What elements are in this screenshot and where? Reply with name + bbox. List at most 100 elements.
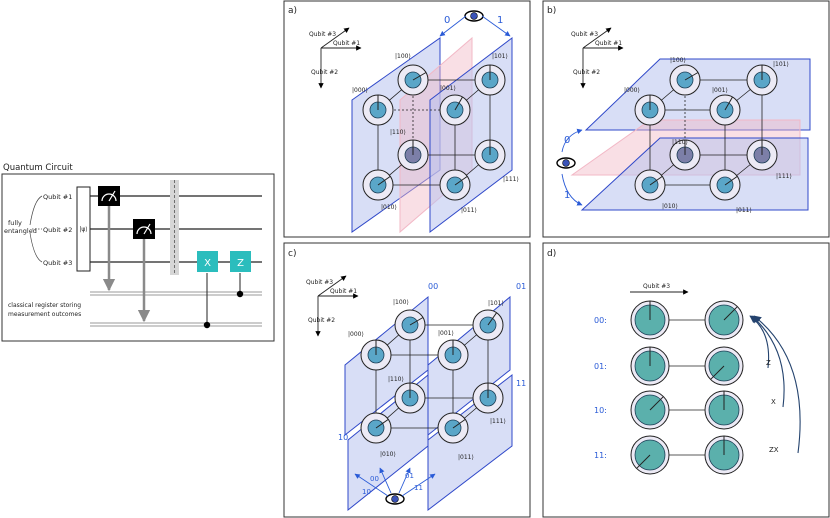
view-label-00: 00 xyxy=(370,475,379,483)
state-label-101: |101⟩ xyxy=(492,53,508,60)
axis-label-qubit2: Qubit #2 xyxy=(573,69,600,76)
plane-qubit2-0 xyxy=(584,58,811,131)
row-label: 00: xyxy=(594,316,607,325)
view-arrow-down xyxy=(561,173,583,206)
circuit-label-qubit1: Qubit #1 xyxy=(43,193,72,201)
plane-label-01: 01 xyxy=(516,282,526,291)
axis-label-qubit3: Qubit #3 xyxy=(306,279,333,286)
state-label-111: |111⟩ xyxy=(490,418,506,425)
panel-c-diagram: Qubit #1 Qubit #2 Qubit #3 |000⟩ |100⟩ |001⟩ |… xyxy=(306,275,526,512)
panel-c-frame xyxy=(283,242,531,518)
axis-qubit3 xyxy=(582,27,612,49)
eye-c-iris xyxy=(391,495,399,503)
plane-label-00: 00 xyxy=(428,282,438,291)
view-label-1: 1 xyxy=(497,15,503,26)
state-label-101: |101⟩ xyxy=(773,61,789,68)
row-label: 01: xyxy=(594,362,607,371)
axis-label-qubit3: Qubit #3 xyxy=(643,283,670,290)
qubit-100-vector xyxy=(409,317,424,326)
measure-gate-qubit1 xyxy=(98,186,120,206)
qubit-011-vector xyxy=(454,175,468,186)
state-label-100: |100⟩ xyxy=(395,53,411,60)
state-label-011: |011⟩ xyxy=(736,207,752,214)
axis-qubit3 xyxy=(320,27,350,49)
meter-icon xyxy=(136,226,152,235)
state-label-011: |011⟩ xyxy=(461,207,477,214)
view-arrow-10 xyxy=(354,473,389,497)
state-label-001: |001⟩ xyxy=(438,330,454,337)
plane-label-10: 10 xyxy=(338,433,348,442)
entangle-brace-bottom xyxy=(29,232,43,263)
circuit-label-fully: fully xyxy=(8,219,22,227)
qubit-001-vector xyxy=(454,96,463,111)
label-x: X xyxy=(771,398,776,406)
panel-b-label: b) xyxy=(547,6,556,16)
x-gate xyxy=(197,251,218,272)
x-gate-control-dot xyxy=(203,321,211,329)
panel-d-label: d) xyxy=(547,249,556,259)
qubit-010-vector xyxy=(377,175,391,186)
z-gate xyxy=(230,251,251,272)
state-label-100: |100⟩ xyxy=(670,57,686,64)
circuit-label-qubit2: Qubit #2 xyxy=(43,226,72,234)
classical-label-line2: measurement outcomes xyxy=(8,311,81,318)
plane-label-11: 11 xyxy=(516,379,526,388)
axis-qubit3 xyxy=(317,275,347,297)
state-label-001: |001⟩ xyxy=(712,87,728,94)
axis-label-qubit2: Qubit #2 xyxy=(308,317,335,324)
axis-label-qubit2: Qubit #2 xyxy=(311,69,338,76)
qubit-left-2-vector xyxy=(649,396,664,411)
psi-label: |ψ⟩ xyxy=(79,226,87,233)
view-arrow-up xyxy=(561,128,583,153)
state-label-111: |111⟩ xyxy=(503,176,519,183)
circuit-label-qubit3: Qubit #3 xyxy=(43,259,72,267)
arrow-x xyxy=(751,315,785,408)
eye-a-iris xyxy=(470,12,478,20)
qubit-right-0-vector xyxy=(723,306,738,321)
qubit-101-vector xyxy=(487,312,498,326)
panel-d-frame xyxy=(542,242,830,518)
view-label-01: 01 xyxy=(405,472,414,480)
qubit-100-vector xyxy=(684,72,699,81)
z-gate-control-dot xyxy=(236,290,244,298)
meter-icon xyxy=(101,193,117,202)
row-label: 11: xyxy=(594,451,607,460)
label-z: Z xyxy=(766,359,771,367)
view-label-10: 10 xyxy=(362,488,371,496)
axis-label-qubit1: Qubit #1 xyxy=(330,288,357,295)
meter-needle xyxy=(143,223,151,235)
state-label-011: |011⟩ xyxy=(458,454,474,461)
eye-b-iris xyxy=(562,159,570,167)
quantum-circuit: Quantum Circuit Qubit #1 Qubit #2 Qubit … xyxy=(1,163,275,342)
axis-label-qubit1: Qubit #1 xyxy=(333,40,360,47)
meter-needle xyxy=(108,190,116,202)
view-arrow-00 xyxy=(379,467,392,494)
panel-a-frame xyxy=(283,0,531,238)
x-gate-label: X xyxy=(204,258,211,269)
z-gate-label: Z xyxy=(237,258,244,269)
view-label-0: 0 xyxy=(444,15,450,26)
state-label-110: |110⟩ xyxy=(390,129,406,136)
state-label-010: |010⟩ xyxy=(380,451,396,458)
state-label-010: |010⟩ xyxy=(662,203,678,210)
qubit-011-vector xyxy=(724,175,738,186)
state-label-110: |110⟩ xyxy=(672,139,688,146)
entangle-brace-top xyxy=(29,195,43,226)
panel-b-frame xyxy=(542,0,830,238)
qubit-right-1-vector xyxy=(710,365,725,380)
qubit-100-vector xyxy=(412,72,427,81)
circuit-label-entangled: entangled xyxy=(4,227,37,235)
panel-a-label: a) xyxy=(288,6,297,16)
state-label-100: |100⟩ xyxy=(393,299,409,306)
view-arrow-left xyxy=(439,15,467,37)
qubit-left-3-vector xyxy=(636,454,651,469)
label-zx: ZX xyxy=(769,446,779,454)
psi-state-box xyxy=(76,186,91,272)
arrow-zx xyxy=(753,315,801,454)
axis-label-qubit3: Qubit #3 xyxy=(309,31,336,38)
axis-label-qubit1: Qubit #1 xyxy=(595,40,622,47)
state-label-101: |101⟩ xyxy=(488,300,504,307)
state-label-000: |000⟩ xyxy=(348,331,364,338)
